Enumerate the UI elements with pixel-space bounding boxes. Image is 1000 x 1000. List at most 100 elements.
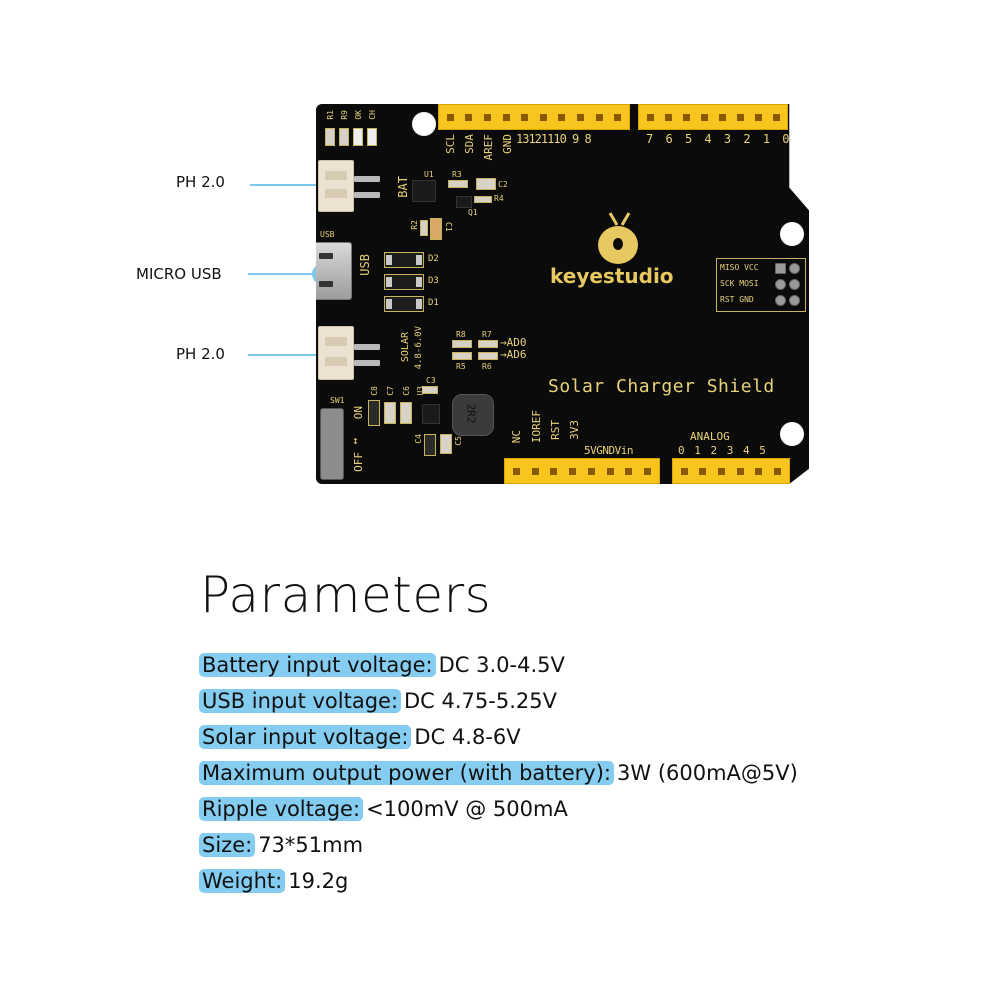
micro-usb-port — [316, 242, 352, 300]
silk-r5: R5 — [456, 362, 466, 371]
silk-ch: CH — [368, 110, 377, 120]
silk-3v3: 3V3 — [568, 420, 581, 440]
capacitor-c8 — [368, 400, 380, 426]
capacitor-c2 — [476, 178, 496, 190]
silk-r4: R4 — [494, 194, 504, 203]
capacitor-c3 — [422, 386, 438, 394]
silk-rst: RST — [549, 420, 562, 440]
silk-r6: R6 — [482, 362, 492, 371]
silk-miso-vcc: MISO VCC — [720, 263, 759, 272]
silk-5v-gnd-vin: 5VGNDVin — [584, 444, 634, 457]
connector-pin — [354, 360, 380, 366]
solar-connector — [318, 326, 354, 380]
capacitor-c5 — [440, 434, 452, 454]
transistor-q1 — [456, 196, 472, 208]
silk-digital-13-8: 13121110 9 8 — [516, 132, 592, 146]
board-name: Solar Charger Shield — [548, 376, 775, 397]
parameters-title: Parameters — [200, 566, 492, 624]
silk-d1: D1 — [428, 298, 439, 308]
silk-gnd: GND — [501, 134, 514, 154]
silk-nc: NC — [510, 430, 523, 444]
param-key: Size: — [199, 833, 256, 857]
connector-pin — [354, 176, 380, 182]
keyestudio-logo-icon — [598, 226, 638, 264]
silk-q1: Q1 — [468, 208, 478, 217]
capacitor-c6 — [400, 402, 412, 424]
silk-scl: SCL — [444, 134, 457, 154]
silk-ad6: →AD6 — [500, 348, 527, 361]
digital-header-right — [638, 104, 788, 130]
capacitor-c4 — [424, 434, 436, 456]
callout-label-solar-connector: PH 2.0 — [176, 345, 225, 363]
silk-c2: C2 — [498, 180, 508, 189]
callout-line — [248, 354, 328, 356]
silk-bat: BAT — [396, 176, 410, 198]
silk-r8: R8 — [456, 330, 466, 339]
callout-label-micro-usb: MICRO USB — [136, 265, 222, 283]
pcb-board-image: R1 R9 OK CH SCL SDA AREF GND 13121110 9 … — [316, 104, 809, 484]
callout-label-battery-connector: PH 2.0 — [176, 173, 225, 191]
led — [353, 128, 363, 146]
param-key: Solar input voltage: — [199, 725, 412, 749]
digital-header-left — [438, 104, 630, 130]
silk-usb-small: USB — [320, 230, 335, 239]
silk-sck-mosi: SCK MOSI — [720, 279, 759, 288]
resistor-r7 — [478, 340, 498, 348]
resistor-r4 — [474, 196, 492, 203]
silk-c7: C7 — [386, 386, 395, 396]
param-value: <100mV @ 500mA — [366, 797, 568, 821]
param-value: DC 4.75-5.25V — [404, 689, 557, 713]
resistor-r3 — [448, 180, 468, 188]
silk-ioref: IOREF — [530, 410, 543, 444]
param-key: Battery input voltage: — [199, 653, 436, 677]
param-weight: Weight:19.2g — [199, 866, 348, 896]
silk-switch-arrow: ↕ — [352, 434, 359, 447]
param-value: 73*51mm — [258, 833, 364, 857]
mounting-hole — [412, 112, 436, 136]
analog-header — [672, 458, 790, 484]
silk-ok: OK — [354, 110, 363, 120]
power-switch[interactable] — [320, 408, 344, 480]
silk-switch-on: ON — [352, 406, 365, 420]
resistor-r5 — [452, 352, 472, 360]
param-value: DC 4.8-6V — [414, 725, 521, 749]
param-key: Ripple voltage: — [199, 797, 364, 821]
capacitor-c7 — [384, 402, 396, 424]
silk-d3: D3 — [428, 276, 439, 286]
silk-usb: USB — [358, 254, 372, 276]
callout-line — [250, 184, 330, 186]
param-battery-input-voltage: Battery input voltage:DC 3.0-4.5V — [199, 650, 565, 680]
silk-r9: R9 — [340, 110, 349, 120]
silk-c4: C4 — [414, 434, 423, 444]
silk-d2: D2 — [428, 254, 439, 264]
param-value: DC 3.0-4.5V — [438, 653, 565, 677]
led — [367, 128, 377, 146]
icsp-header: MISO VCC SCK MOSI RST GND — [716, 258, 806, 312]
silk-switch-off: OFF — [352, 452, 365, 472]
silk-r1: R1 — [326, 110, 335, 120]
silk-c6: C6 — [402, 386, 411, 396]
silk-c8: C8 — [370, 386, 379, 396]
silk-c3: C3 — [426, 376, 436, 385]
param-value: 19.2g — [288, 869, 349, 893]
capacitor-c1 — [430, 218, 442, 240]
silk-sda: SDA — [463, 134, 476, 154]
chip-u1 — [412, 180, 436, 202]
param-key: Weight: — [199, 869, 286, 893]
param-size: Size:73*51mm — [199, 830, 363, 860]
param-value: 3W (600mA@5V) — [617, 761, 798, 785]
logo-antenna — [608, 212, 619, 226]
silk-rst-gnd: RST GND — [720, 295, 754, 304]
silk-solar: SOLAR — [400, 332, 411, 363]
param-ripple-voltage: Ripple voltage:<100mV @ 500mA — [199, 794, 568, 824]
silk-u1: U1 — [424, 170, 434, 179]
silk-ad0: →AD0 — [500, 336, 527, 349]
silk-aref: AREF — [482, 134, 495, 161]
resistor-r6 — [478, 352, 498, 360]
logo-antenna — [620, 212, 631, 226]
param-solar-input-voltage: Solar input voltage:DC 4.8-6V — [199, 722, 521, 752]
param-key: USB input voltage: — [199, 689, 402, 713]
diode-d2 — [384, 252, 424, 268]
silk-c1: C1 — [444, 222, 453, 232]
silk-u3: U3 — [416, 386, 425, 396]
